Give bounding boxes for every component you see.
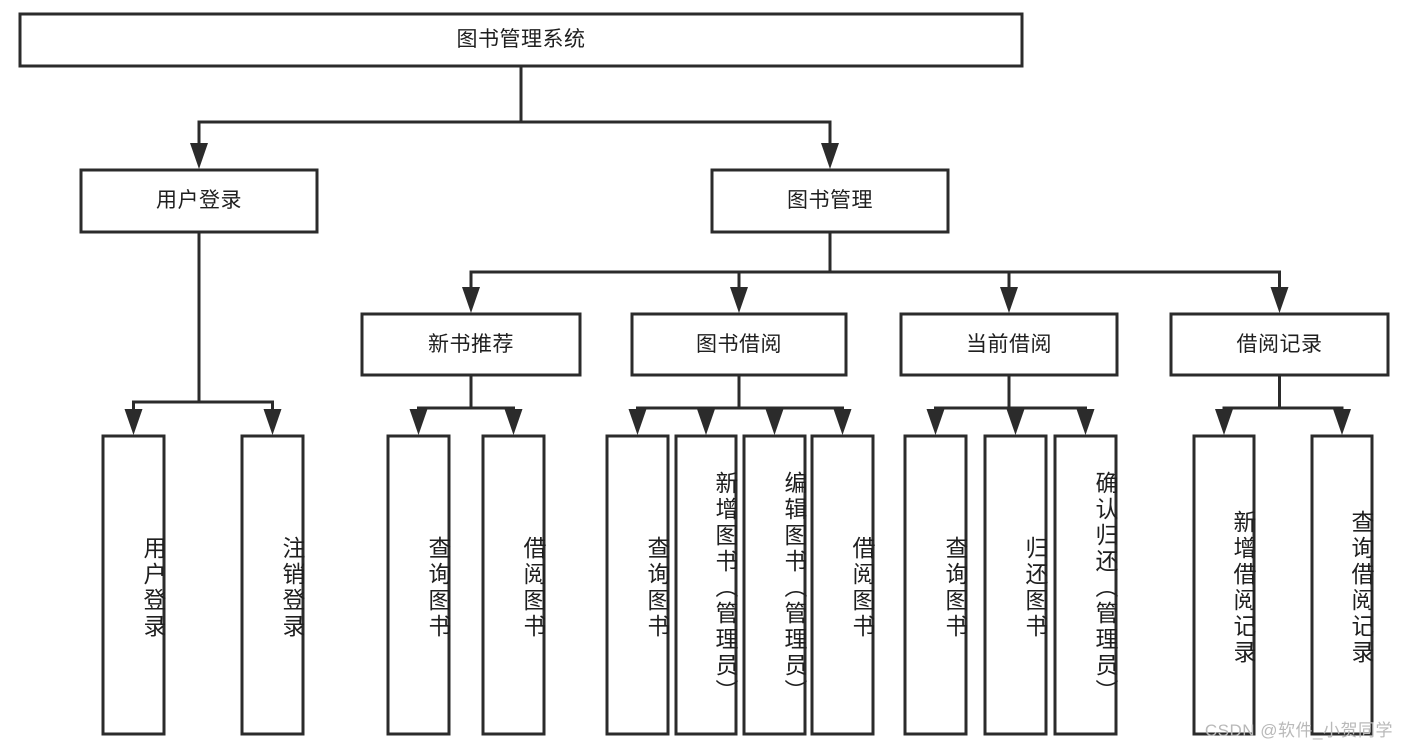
node-box-leaf-edit-book[interactable] — [742, 434, 807, 736]
arrow-head-icon — [833, 409, 852, 435]
connectors-layer — [124, 64, 1351, 435]
arrow-head-icon — [263, 409, 282, 435]
node-box-book-manage[interactable] — [710, 168, 950, 234]
node-box-book-borrow[interactable] — [630, 312, 848, 377]
arrow-head-icon — [765, 409, 784, 435]
node-box-current-borrow[interactable] — [899, 312, 1119, 377]
node-box-user-login[interactable] — [79, 168, 319, 234]
arrow-head-icon — [730, 287, 748, 313]
node-box-new-book-recommend[interactable] — [360, 312, 582, 377]
arrow-head-icon — [504, 409, 523, 435]
arrow-head-icon — [1000, 287, 1018, 313]
node-box-leaf-return-book[interactable] — [983, 434, 1048, 736]
arrow-head-icon — [462, 287, 480, 313]
arrow-head-icon — [628, 409, 647, 435]
arrow-head-icon — [124, 409, 143, 435]
arrow-head-icon — [1215, 409, 1233, 435]
node-box-root[interactable] — [18, 12, 1024, 68]
node-box-leaf-confirm-return[interactable] — [1053, 434, 1118, 736]
node-box-leaf-borrow-book-recommend[interactable] — [481, 434, 546, 736]
node-box-leaf-user-logout[interactable] — [240, 434, 305, 736]
arrow-head-icon — [1076, 409, 1095, 435]
node-box-leaf-query-book-borrow[interactable] — [605, 434, 670, 736]
node-box-leaf-add-book[interactable] — [674, 434, 738, 736]
arrow-head-icon — [821, 143, 839, 169]
arrow-head-icon — [1006, 409, 1025, 435]
arrow-head-icon — [1333, 409, 1351, 435]
arrow-head-icon — [190, 143, 208, 169]
node-boxes-layer — [18, 12, 1390, 736]
arrow-head-icon — [1270, 287, 1289, 313]
node-box-leaf-borrow-book[interactable] — [810, 434, 875, 736]
arrow-head-icon — [926, 409, 945, 435]
csdn-watermark: CSDN @软件_小贺同学 — [1204, 721, 1393, 740]
node-box-leaf-add-borrow-record[interactable] — [1192, 434, 1256, 736]
node-box-borrow-record[interactable] — [1169, 312, 1390, 377]
node-box-leaf-query-borrow-record[interactable] — [1310, 434, 1374, 736]
arrow-head-icon — [697, 409, 715, 435]
arrow-head-icon — [409, 409, 428, 435]
node-box-leaf-query-book-recommend[interactable] — [386, 434, 451, 736]
node-box-leaf-user-login[interactable] — [101, 434, 166, 736]
node-box-leaf-query-book-current[interactable] — [903, 434, 968, 736]
